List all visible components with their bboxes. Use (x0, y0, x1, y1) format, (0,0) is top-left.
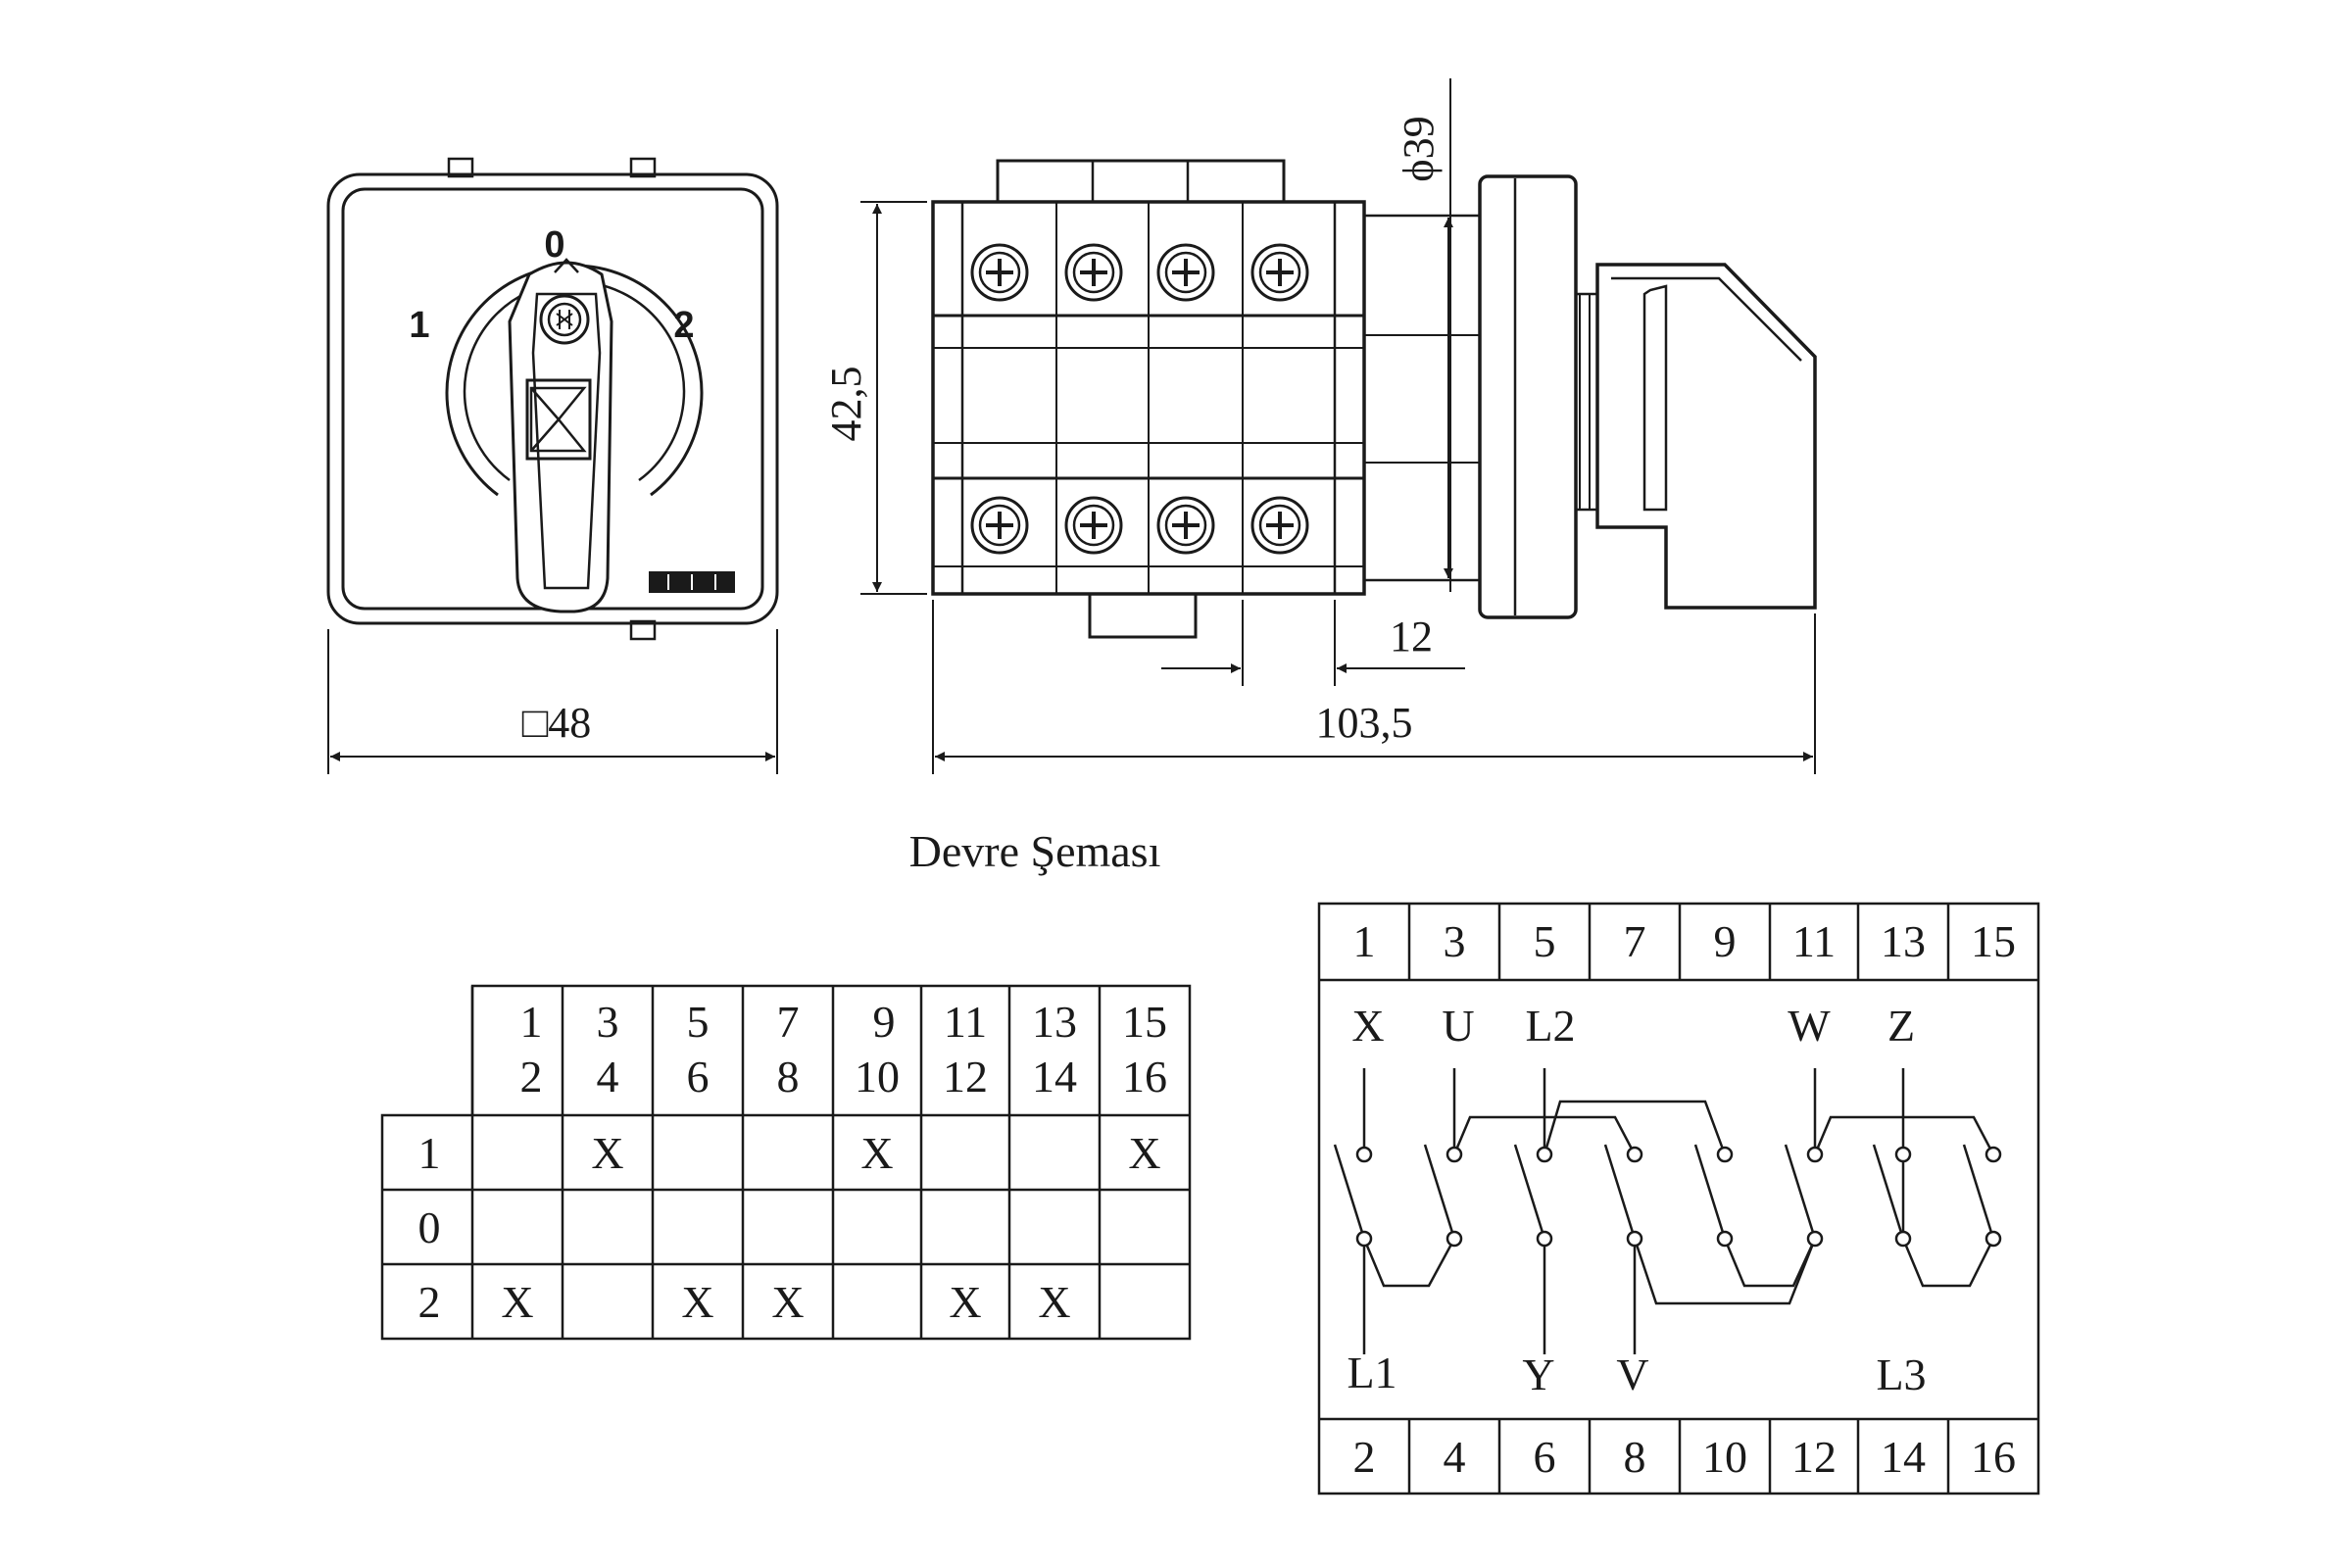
table-cell: X (1128, 1128, 1160, 1178)
top-terminal-number: 3 (1444, 916, 1466, 966)
wiring-diagram (1317, 902, 2040, 1495)
column-header-bottom: 6 (687, 1052, 710, 1102)
column-header-top: 5 (687, 997, 710, 1047)
front-panel-outer (326, 172, 779, 625)
row-label: 1 (418, 1128, 441, 1178)
column-header-top: 9 (873, 997, 896, 1047)
phase-label-x: X (1351, 1001, 1384, 1051)
column-header-top: 11 (944, 997, 987, 1047)
brand-logo (525, 378, 592, 461)
phase-label-l3: L3 (1876, 1349, 1926, 1399)
column-header-bottom: 2 (520, 1052, 543, 1102)
height-label: 42,5 (822, 367, 870, 442)
table-cell: X (501, 1277, 533, 1327)
side-view (931, 159, 1817, 639)
table-cell: X (949, 1277, 981, 1327)
terminal-screw-bottom-3 (1156, 496, 1215, 555)
column-header-bottom: 4 (597, 1052, 619, 1102)
column-header-bottom: 10 (855, 1052, 900, 1102)
terminal-screw-bottom-2 (1064, 496, 1123, 555)
terminal-screw-top-1 (970, 243, 1029, 302)
wiring-terminal-numbers: 1 3 5 7 9 11 13 15 2 4 6 8 10 12 14 16 (1353, 916, 2017, 1482)
table-cell: X (591, 1128, 623, 1178)
position-label-0: 0 (544, 224, 564, 266)
handle-profile (1595, 263, 1817, 610)
column-header-top: 7 (777, 997, 800, 1047)
bottom-terminal-number: 10 (1702, 1432, 1747, 1482)
bottom-terminal-number: 2 (1353, 1432, 1376, 1482)
top-terminal-number: 11 (1792, 916, 1836, 966)
top-terminal-number: 7 (1624, 916, 1646, 966)
top-terminal-number: 1 (1353, 916, 1376, 966)
bottom-terminal-number: 4 (1444, 1432, 1466, 1482)
length-label: 103,5 (1316, 699, 1413, 747)
handle-ridge (531, 292, 602, 590)
wiring-contacts (1355, 1146, 2002, 1248)
phase-label-l2: L2 (1525, 1001, 1575, 1051)
wiring-phase-labels: X U L2 W Z L1 Y V L3 (1347, 1001, 1926, 1399)
top-terminal-number: 13 (1881, 916, 1926, 966)
diameter-label: ϕ39 (1395, 116, 1443, 181)
contact-table-rows: 1 0 2 X X X X X X X X (418, 1128, 1161, 1327)
front-flange (1478, 174, 1578, 619)
width-label: □48 (522, 699, 592, 747)
table-cell: X (1038, 1277, 1070, 1327)
phase-label-l1: L1 (1347, 1348, 1396, 1397)
front-view (326, 157, 779, 641)
phase-label-u: U (1442, 1001, 1474, 1051)
bottom-foot (1088, 592, 1198, 639)
terminal-screws (970, 243, 1309, 555)
column-header-bottom: 16 (1122, 1052, 1167, 1102)
column-header-bottom: 12 (943, 1052, 988, 1102)
offset-label: 12 (1390, 612, 1433, 661)
side-dimensions (860, 78, 1816, 774)
mount-tab (629, 619, 657, 641)
bottom-terminal-number: 12 (1791, 1432, 1837, 1482)
top-terminal-number: 9 (1714, 916, 1737, 966)
phase-label-v: V (1616, 1349, 1648, 1399)
rotary-handle (508, 261, 613, 613)
column-header-top: 1 (520, 997, 543, 1047)
table-cell: X (860, 1128, 893, 1178)
bottom-terminal-number: 6 (1534, 1432, 1556, 1482)
terminal-screw-bottom-1 (970, 496, 1029, 555)
schema-title: Devre Şeması (909, 826, 1161, 876)
top-terminal-number: 5 (1534, 916, 1556, 966)
column-header-top: 15 (1122, 997, 1167, 1047)
column-header-top: 3 (597, 997, 619, 1047)
phase-label-w: W (1788, 1001, 1831, 1051)
column-header-top: 13 (1032, 997, 1077, 1047)
table-cell: X (771, 1277, 804, 1327)
row-label: 2 (418, 1277, 441, 1327)
top-rib (996, 159, 1286, 204)
terminal-screw-top-2 (1064, 243, 1123, 302)
terminal-screw-top-3 (1156, 243, 1215, 302)
bottom-terminal-number: 8 (1624, 1432, 1646, 1482)
handle-screw (539, 294, 590, 345)
position-label-1: 1 (409, 305, 429, 346)
handle-pointer (554, 258, 579, 273)
wiring-frame (1317, 902, 2040, 1495)
table-cell: X (681, 1277, 713, 1327)
contact-table (380, 984, 1192, 1341)
row-label: 0 (418, 1202, 441, 1252)
terminal-screw-bottom-4 (1250, 496, 1309, 555)
phase-label-y: Y (1522, 1349, 1554, 1399)
column-header-bottom: 14 (1032, 1052, 1077, 1102)
width-dimension (327, 629, 778, 774)
wiring-lines (1333, 1068, 1995, 1354)
mount-tab (447, 157, 474, 178)
column-header-bottom: 8 (777, 1052, 800, 1102)
phase-label-z: Z (1887, 1001, 1915, 1051)
bottom-terminal-number: 16 (1971, 1432, 2016, 1482)
top-terminal-number: 15 (1971, 916, 2016, 966)
mount-tab (629, 157, 657, 178)
contact-table-header: 1 2 3 4 5 6 7 8 9 10 11 12 13 14 15 16 (520, 997, 1168, 1102)
position-label-2: 2 (673, 305, 694, 346)
bottom-terminal-number: 14 (1881, 1432, 1926, 1482)
terminal-screw-top-4 (1250, 243, 1309, 302)
